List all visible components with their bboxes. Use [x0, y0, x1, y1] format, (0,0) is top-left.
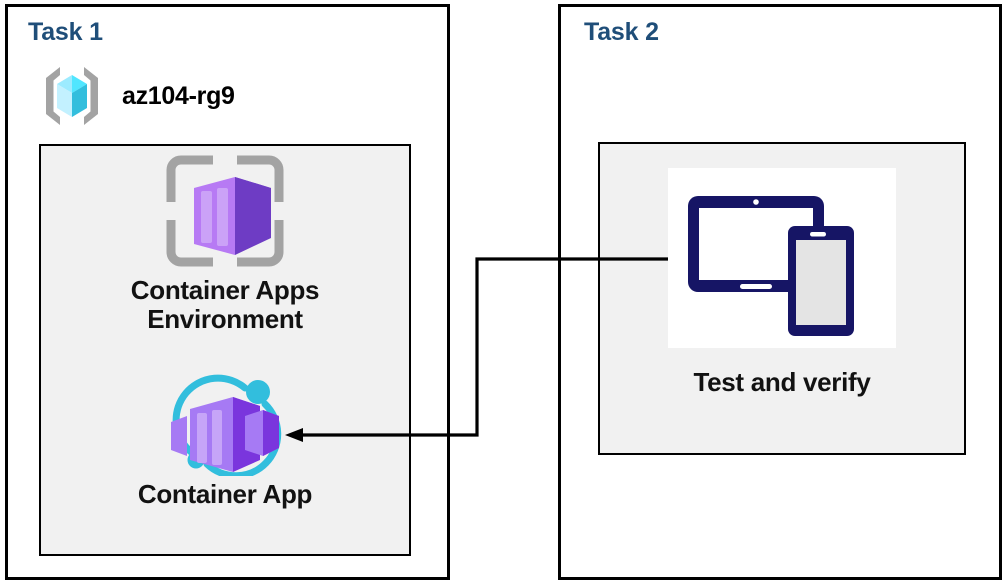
container-apps-environment-icon — [163, 152, 287, 270]
task-1-title: Task 1 — [28, 18, 103, 46]
resource-group-icon — [36, 60, 108, 132]
container-apps-environment-label: Container Apps Environment — [130, 275, 320, 335]
cae-label-line-2: Environment — [147, 304, 303, 335]
task-2-title: Task 2 — [584, 18, 659, 46]
resource-group-row: az104-rg9 — [36, 60, 235, 132]
resource-group-label: az104-rg9 — [122, 81, 235, 110]
container-app-icon — [161, 372, 289, 476]
test-and-verify-icon-background — [668, 168, 896, 348]
container-app-label: Container App — [137, 479, 313, 509]
test-and-verify-devices-icon — [682, 178, 882, 338]
test-and-verify-label: Test and verify — [693, 367, 871, 397]
container-app-block: Container App — [39, 372, 411, 509]
test-and-verify-block: Test and verify — [598, 168, 966, 398]
container-apps-environment-block: Container Apps Environment — [39, 152, 411, 334]
cae-label-line-1: Container Apps — [130, 275, 320, 305]
